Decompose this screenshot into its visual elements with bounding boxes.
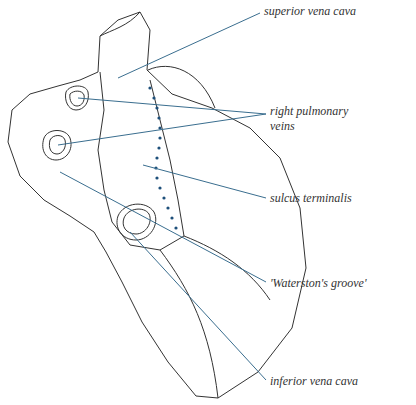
leader-line [58,114,266,145]
leader-line [60,172,266,282]
auricle-outline [148,66,215,108]
leader-line [143,165,266,198]
sulcus-terminalis-dots [148,86,177,229]
part-label: sulcus terminalis [270,191,410,206]
part-label: inferior vena cava [270,374,410,389]
leader-line [118,13,260,78]
pulmonary-vein-opening [43,131,71,161]
ivc-opening [117,204,156,240]
ventricle-line [160,250,218,398]
svc-opening [100,12,140,36]
right-atrium-outline [98,72,184,250]
heart-outline [8,12,306,398]
pulmonary-vein-opening [65,86,88,110]
part-label: right pulmonary veins [270,104,365,134]
leader-line [130,232,266,380]
part-label: superior vena cava [264,4,404,19]
part-label: 'Waterston's groove' [270,276,410,291]
leader-line [78,98,266,114]
